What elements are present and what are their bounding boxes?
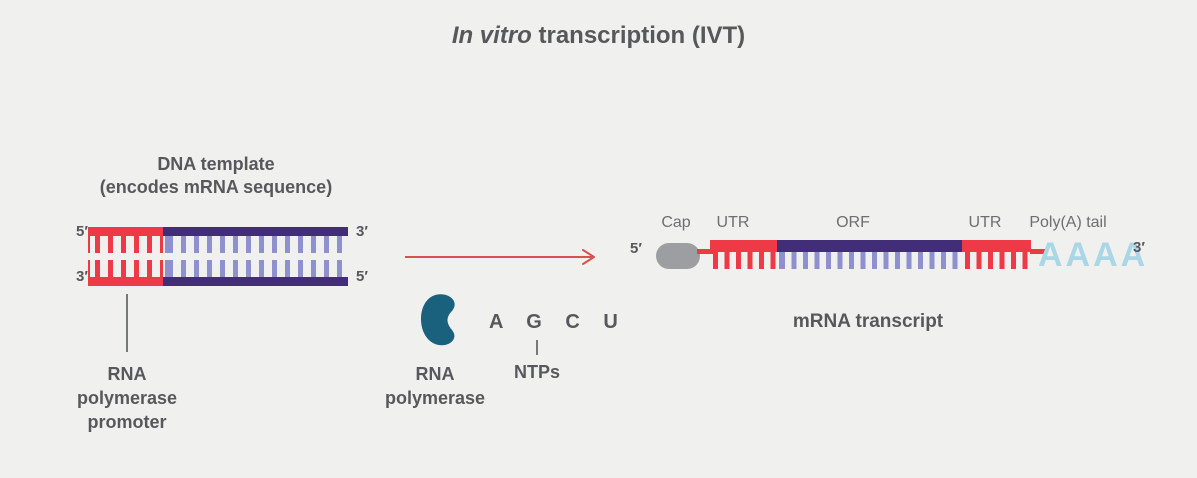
polya-connector	[1030, 249, 1046, 254]
dna-5prime-top-left: 5′	[76, 223, 88, 240]
mrna-orf-segment	[777, 240, 962, 252]
rna-polymerase-promoter-label: RNA polymerase promoter	[76, 364, 178, 432]
mrna-utr5-segment	[710, 240, 777, 252]
dna-3prime-bottom-left: 3′	[76, 268, 88, 285]
utr3-label: UTR	[968, 214, 1002, 231]
mrna-transcript-label: mRNA transcript	[792, 311, 944, 332]
title-italic-part: In vitro	[451, 22, 532, 49]
mrna-strand-graphic	[710, 240, 1031, 269]
ntps-label: NTPs	[513, 362, 560, 382]
polya-tail-label: Poly(A) tail	[1029, 214, 1107, 231]
dna-5prime-bottom-right: 5′	[356, 268, 368, 285]
dna-basepairs-upper	[88, 236, 348, 253]
dna-template-label: DNA template (encodes mRNA sequence)	[99, 154, 333, 197]
dna-coding-segment-bottom	[163, 277, 348, 286]
cap-label: Cap	[661, 214, 691, 231]
dna-top-strand	[88, 227, 348, 236]
mrna-bases	[710, 252, 1031, 269]
dna-promoter-segment-bottom	[88, 277, 163, 286]
dna-promoter-segment-top	[88, 227, 163, 236]
mrna-cap-graphic	[656, 243, 700, 269]
utr5-label: UTR	[716, 214, 750, 231]
cap-connector	[697, 249, 713, 254]
mrna-utr3-segment	[962, 240, 1031, 252]
ntp-pointer-line	[536, 340, 538, 355]
mrna-5prime-label: 5′	[630, 240, 642, 257]
reaction-arrow-icon	[405, 249, 595, 265]
polya-tail-letters: AAAA	[1038, 236, 1149, 274]
rna-polymerase-icon	[421, 294, 455, 346]
dna-basepairs-lower	[88, 260, 348, 277]
ntp-letters: A G C U	[489, 311, 627, 333]
promoter-pointer-line	[126, 294, 128, 352]
dna-duplex-graphic	[88, 227, 348, 286]
orf-label: ORF	[836, 214, 870, 231]
page-title: In vitro transcription (IVT)	[0, 22, 1197, 50]
rna-polymerase-label: RNA polymerase	[384, 364, 486, 408]
mrna-backbone	[710, 240, 1031, 252]
mrna-3prime-label: 3′	[1133, 239, 1145, 256]
dna-coding-segment-top	[163, 227, 348, 236]
title-rest-part: transcription (IVT)	[531, 22, 746, 49]
dna-bottom-strand	[88, 277, 348, 286]
dna-3prime-top-right: 3′	[356, 223, 368, 240]
